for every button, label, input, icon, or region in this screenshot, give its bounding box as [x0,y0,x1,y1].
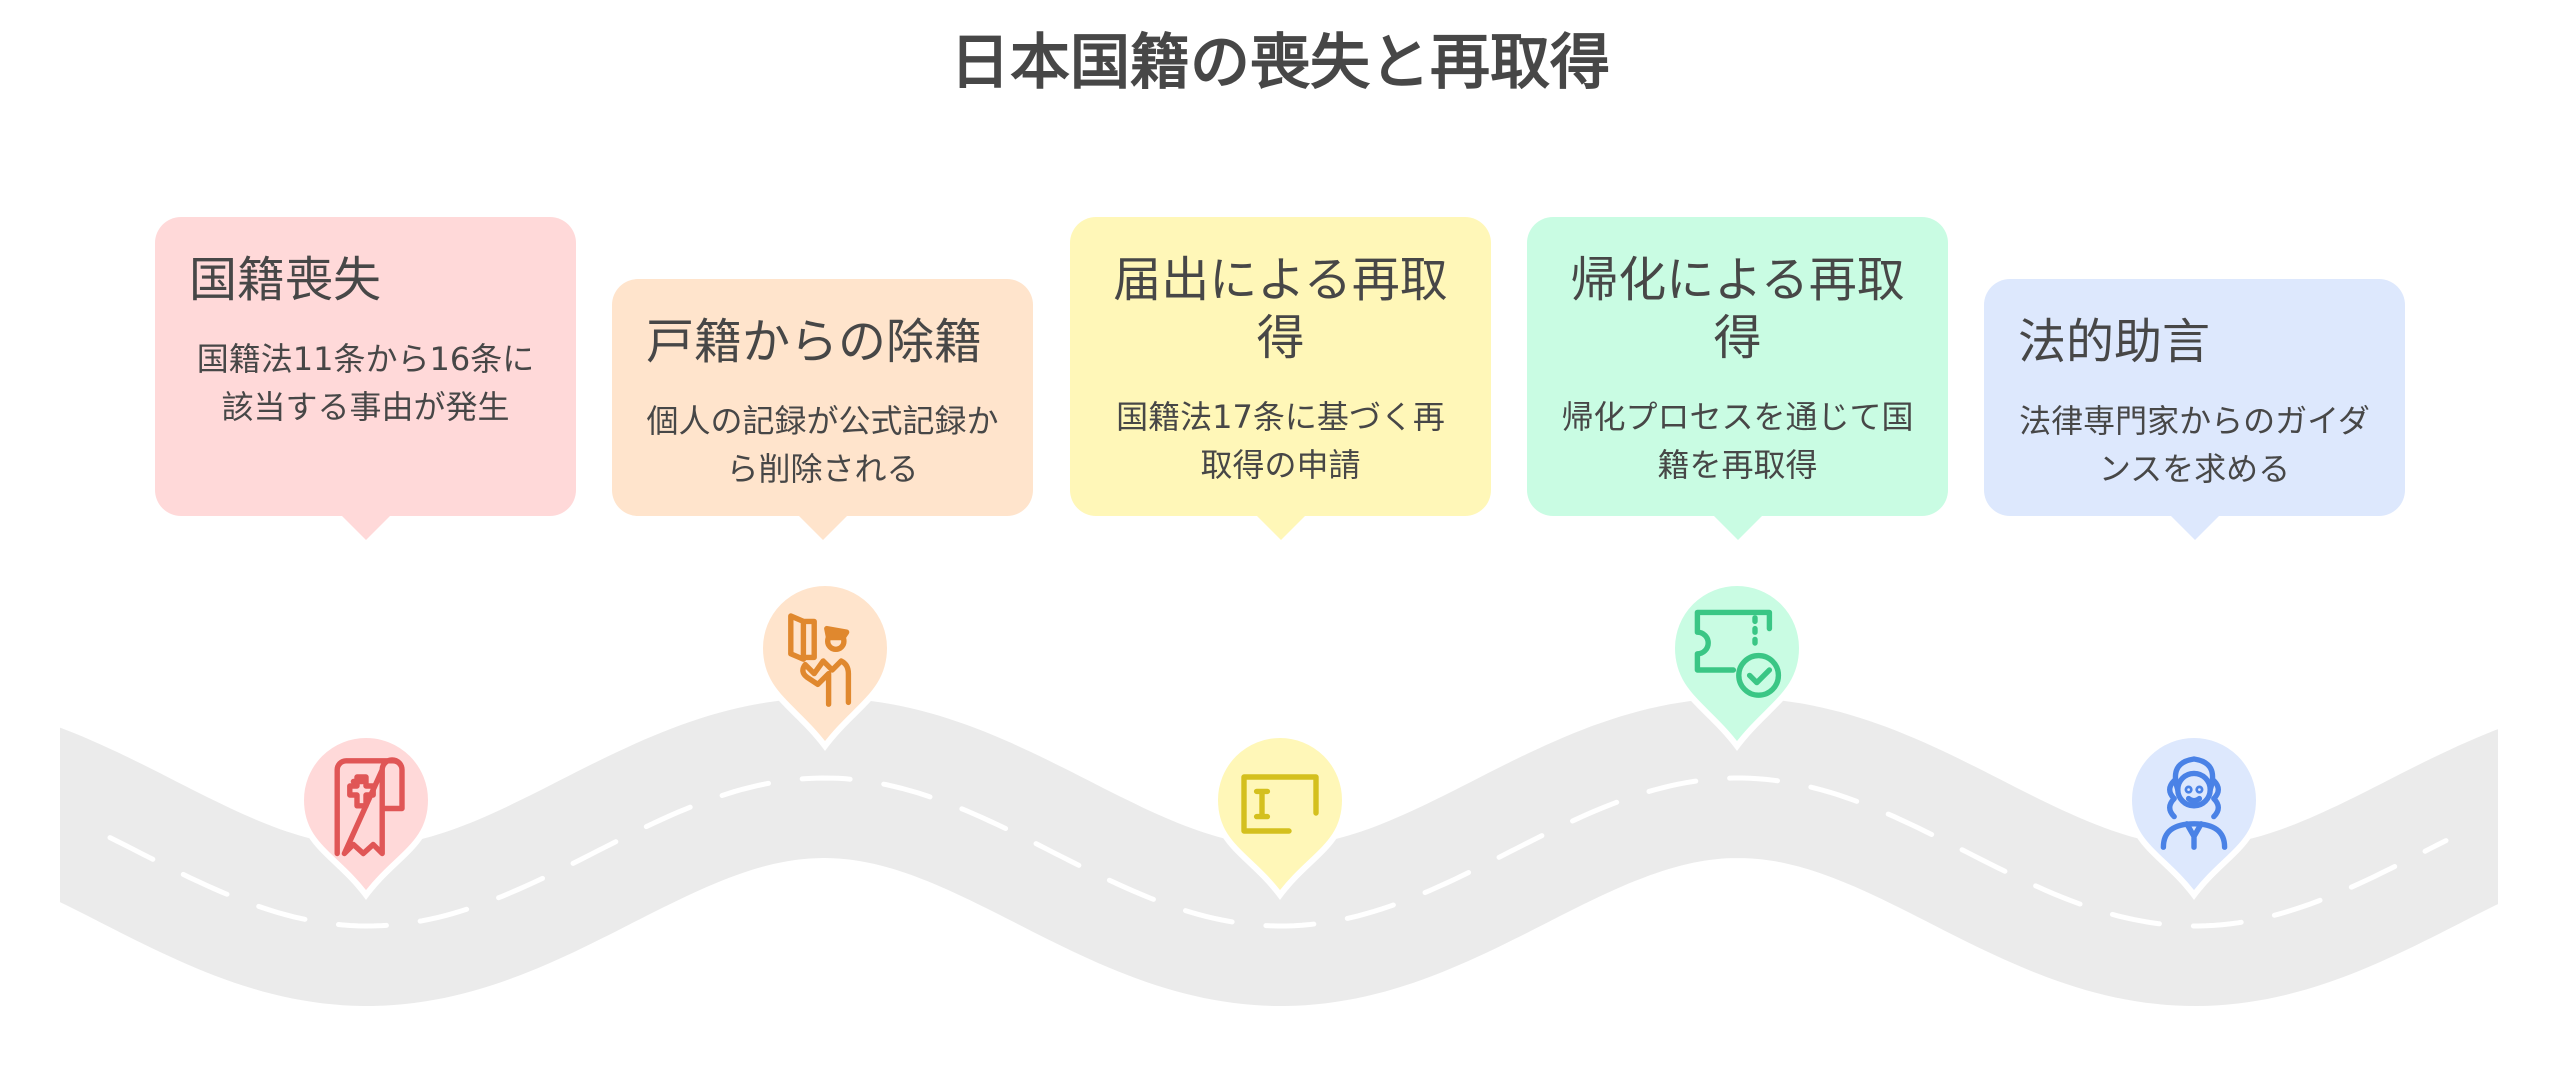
official-with-document-icon [788,613,852,707]
step-title: 国籍喪失 [189,252,382,308]
step-marker-pin [2125,732,2263,900]
step-marker-pin [297,732,435,900]
step-card-loss: 国籍喪失 国籍法11条から16条に該当する事由が発生 [155,217,576,540]
step-marker-pin [756,580,894,751]
step-description: 帰化プロセスを通じて国籍を再取得 [1561,398,1914,484]
step-description: 個人の記録が公式記録から削除される [646,402,999,488]
pin-shape [2125,732,2263,900]
step-description: 国籍法11条から16条に該当する事由が発生 [196,340,535,426]
step-title: 帰化による再取得 [1570,252,1905,366]
step-card-notification: 届出による再取得 国籍法17条に基づく再取得の申請 [1070,217,1491,540]
step-card-removal: 戸籍からの除籍 個人の記録が公式記録から削除される [612,279,1033,540]
step-marker-pin [1211,732,1349,900]
form-input-icon [1241,774,1319,834]
step-description: 国籍法17条に基づく再取得の申請 [1116,398,1445,484]
lawyer-icon [2160,756,2228,850]
step-card-naturalization: 帰化による再取得 帰化プロセスを通じて国籍を再取得 [1527,217,1948,540]
step-title: 法的助言 [2018,314,2211,370]
page-title: 日本国籍の喪失と再取得 [950,28,1610,98]
ticket-check-icon [1694,609,1782,698]
step-marker-pin [1668,580,1806,751]
step-description: 法律専門家からのガイダンスを求める [2019,402,2370,488]
step-title: 届出による再取得 [1113,252,1448,366]
medical-scroll-icon [334,757,405,857]
step-title: 戸籍からの除籍 [646,314,983,370]
pin-shape [297,732,435,900]
road-center-dashes [107,775,2449,929]
step-card-legal-advice: 法的助言 法律専門家からのガイダンスを求める [1984,279,2405,540]
